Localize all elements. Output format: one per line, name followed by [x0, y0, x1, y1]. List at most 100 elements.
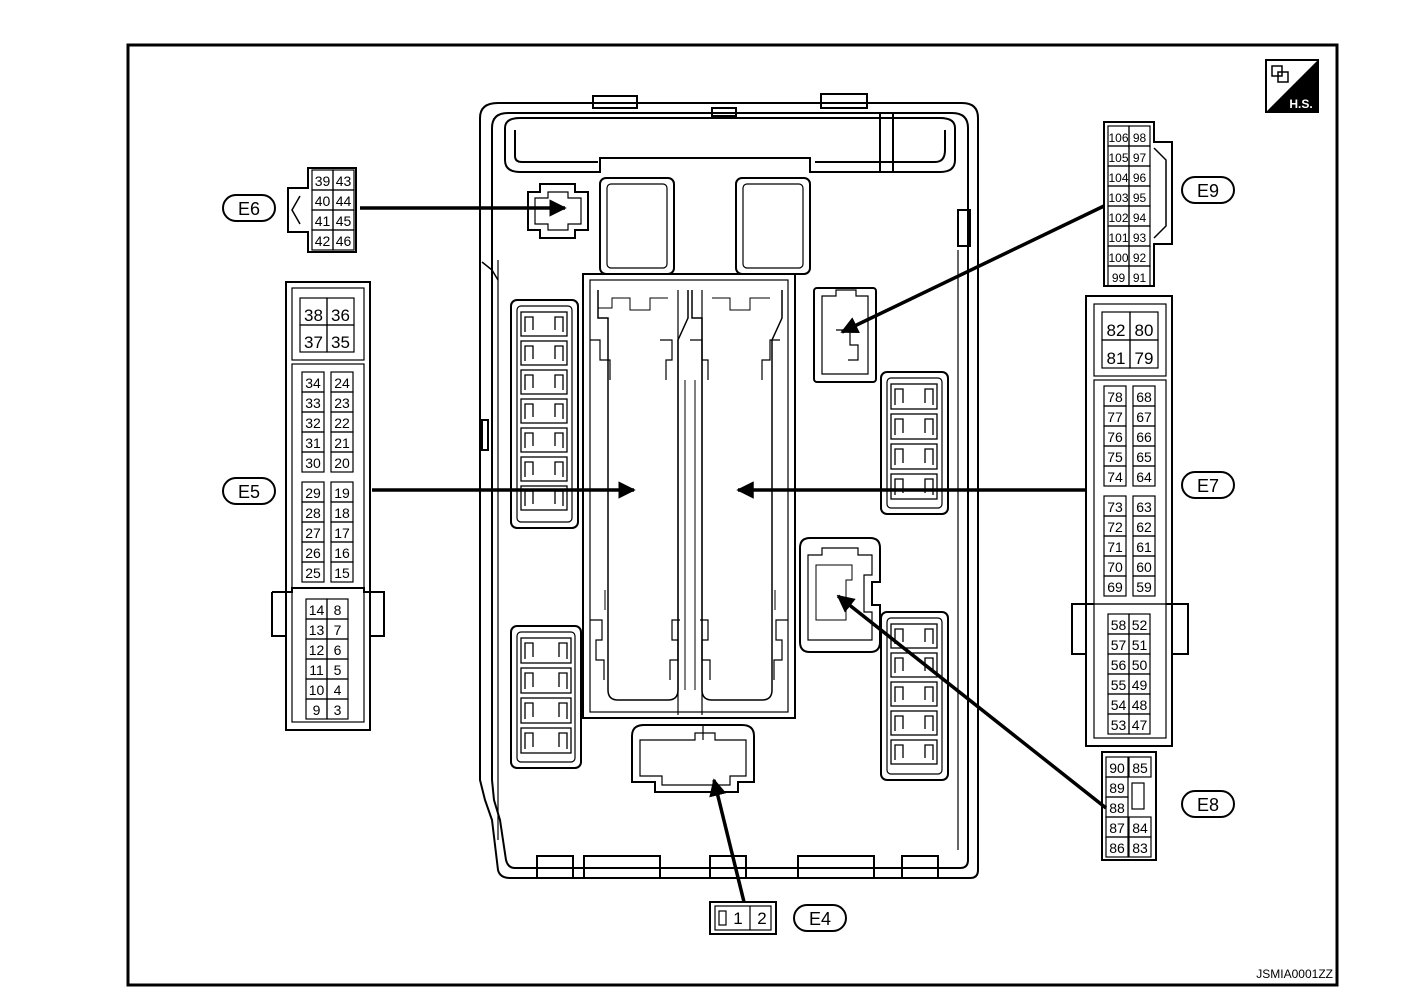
e7-label: E7 [1197, 476, 1219, 496]
e9-pin: 97 [1133, 151, 1147, 165]
right-fuse-cells [890, 383, 938, 765]
e8-left-pin: 90 [1109, 760, 1125, 776]
e9-pin: 94 [1133, 211, 1147, 225]
right-fuse [890, 383, 938, 410]
connector-labels: E6 E5 E4 E9 E7 E8 [222, 176, 1235, 932]
e5-right-pin: 19 [334, 485, 350, 501]
e6-pin: 39 [315, 173, 331, 189]
e7-bottom-pin: 58 [1111, 617, 1127, 633]
left-lower-fuse [520, 637, 572, 664]
e8-socket [799, 537, 881, 653]
right-lower-fuse [890, 739, 938, 765]
right-fuse [890, 473, 938, 500]
e8-arrow [836, 594, 1108, 810]
e4-socket [631, 724, 755, 793]
e7-right-pin: 61 [1136, 539, 1152, 555]
e5-left-cell [301, 561, 325, 583]
e7-bottom-pin: 57 [1111, 637, 1127, 653]
e7-bottom-pin: 48 [1132, 697, 1148, 713]
e5-bottom-pin: 8 [334, 602, 342, 618]
e8-left-pin: 88 [1109, 800, 1125, 816]
e5-left-pin: 32 [305, 415, 321, 431]
e5-right-pin: 16 [334, 545, 350, 561]
e6-tag: E6 [222, 194, 276, 222]
e5-left-pin: 31 [305, 435, 321, 451]
e5-right-pin: 22 [334, 415, 350, 431]
e5-top-pin: 36 [331, 306, 350, 325]
e9-pin: 99 [1112, 271, 1126, 285]
e5-left-pin: 25 [305, 565, 321, 581]
right-fuse-stack [880, 371, 949, 781]
e5-right-pin: 18 [334, 505, 350, 521]
e5-bottom-pin: 12 [309, 642, 325, 658]
e7-left-pin: 72 [1107, 519, 1123, 535]
e9-pin: 101 [1108, 231, 1128, 245]
e4-connector [709, 901, 777, 935]
e7-top-pin: 79 [1135, 349, 1154, 368]
e9-pin: 95 [1133, 191, 1147, 205]
e9-pin: 106 [1108, 131, 1128, 145]
e5-top-cell [326, 324, 355, 353]
e7-right-pin: 65 [1136, 449, 1152, 465]
e7-bottom-pin: 49 [1132, 677, 1148, 693]
e8-right-pin: 84 [1132, 820, 1148, 836]
e5-right-pin: 20 [334, 455, 350, 471]
e9-pin: 98 [1133, 131, 1147, 145]
e7-left-pin: 75 [1107, 449, 1123, 465]
e5-right-pin: 21 [334, 435, 350, 451]
e7-left-pin: 70 [1107, 559, 1123, 575]
e5-bottom-pin: 6 [334, 642, 342, 658]
e8-right-cell [1128, 756, 1152, 778]
e5-left-pin: 33 [305, 395, 321, 411]
e5-bottom-pin: 4 [334, 682, 342, 698]
e7-left-pin: 73 [1107, 499, 1123, 515]
e7-left-cell [1103, 465, 1127, 487]
e8-right-cell [1128, 836, 1152, 858]
e5-right-pin: 15 [334, 565, 350, 581]
e7-left-cell [1103, 575, 1127, 597]
left-fuse [520, 369, 568, 395]
e8-left-pin: 87 [1109, 820, 1125, 836]
leader-arrows [360, 199, 1108, 903]
e7-bottom-cell [1128, 713, 1151, 735]
hs-wiring-icon: H.S. [1265, 59, 1319, 113]
e5-left-cell [301, 451, 325, 473]
e8-tag: E8 [1181, 790, 1235, 818]
e7-bottom-pin: 47 [1132, 717, 1148, 733]
e7-left-pin: 74 [1107, 469, 1123, 485]
right-fuse [890, 443, 938, 470]
left-fuse [520, 456, 568, 482]
right-fuse [890, 413, 938, 440]
e6-pin: 41 [315, 213, 331, 229]
e5-bottom-pin: 13 [309, 622, 325, 638]
e9-pin: 104 [1108, 171, 1128, 185]
e9-pin: 96 [1133, 171, 1147, 185]
e5-bottom-pin: 9 [313, 702, 321, 718]
e5-top-pin: 35 [331, 333, 350, 352]
e5-right-cell [330, 451, 354, 473]
e7-right-pin: 60 [1136, 559, 1152, 575]
left-fuse [520, 340, 568, 366]
e5-bottom-cell [326, 698, 349, 720]
e6-pin: 46 [336, 233, 352, 249]
hs-label: H.S. [1289, 97, 1312, 111]
e5-bottom-pin: 3 [334, 702, 342, 718]
e5-bottom-pin: 5 [334, 662, 342, 678]
left-fuse [520, 427, 568, 453]
e7-tag: E7 [1181, 471, 1235, 499]
e9-tag: E9 [1181, 176, 1235, 204]
e9-pin: 105 [1108, 151, 1128, 165]
e7-bottom-pin: 50 [1132, 657, 1148, 673]
e5-right-pin: 23 [334, 395, 350, 411]
e7-top-pin: 82 [1107, 321, 1126, 340]
left-lower-fuse [520, 727, 572, 754]
e5-right-pin: 17 [334, 525, 350, 541]
e7-right-pin: 62 [1136, 519, 1152, 535]
e7-left-pin: 71 [1107, 539, 1123, 555]
left-lower-fuse [520, 667, 572, 694]
e7-bottom-pin: 56 [1111, 657, 1127, 673]
